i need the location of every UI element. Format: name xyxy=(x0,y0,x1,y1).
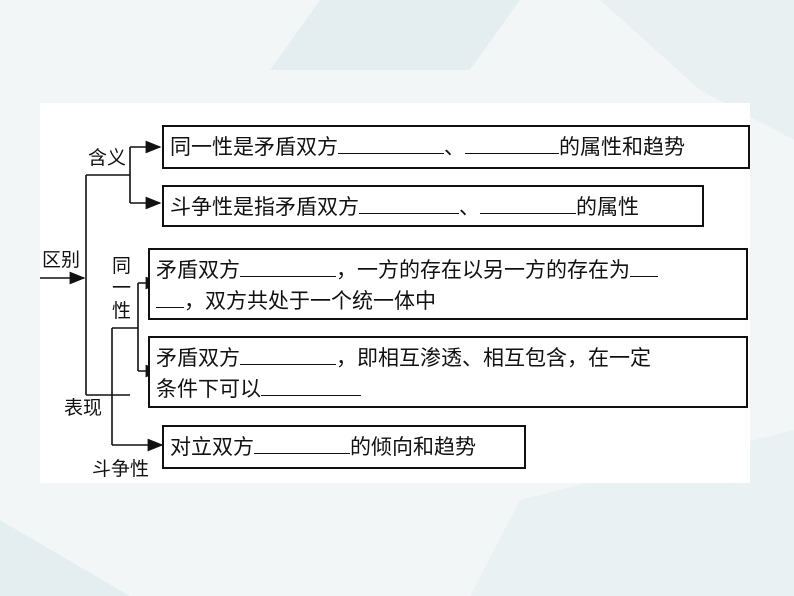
fill-blank[interactable] xyxy=(261,373,361,396)
fill-blank[interactable] xyxy=(338,131,444,154)
identity-expression-box-1: 矛盾双方 ，一方的存在以另一方的存在为 ，双方共处于一个统一体中 xyxy=(148,248,748,320)
fill-blank[interactable] xyxy=(254,431,350,454)
box1-text-2: 的属性和趋势 xyxy=(559,135,685,159)
identity-label-1: 同 xyxy=(112,255,132,277)
identity-label-2: 一 xyxy=(112,277,132,299)
meaning-label: 含义 xyxy=(88,147,127,169)
box5-text-1: 对立双方 xyxy=(170,435,254,459)
box3-text-2: ，一方的存在以另一方的存在为 xyxy=(336,258,630,282)
box2-text-1: 斗争性是指矛盾双方 xyxy=(170,195,359,219)
box2-text-2: 的属性 xyxy=(576,195,639,219)
box5-text-2: 的倾向和趋势 xyxy=(350,435,476,459)
identity-meaning-box: 同一性是矛盾双方 、 的属性和趋势 xyxy=(162,125,750,169)
fill-blank[interactable] xyxy=(240,342,336,365)
box1-separator: 、 xyxy=(444,135,465,159)
struggle-label: 斗争性 xyxy=(92,458,150,480)
struggle-meaning-box: 斗争性是指矛盾双方 、 的属性 xyxy=(162,185,704,227)
box3-text-3: ，双方共处于一个统一体中 xyxy=(184,289,436,313)
struggle-expression-box: 对立双方 的倾向和趋势 xyxy=(162,425,526,469)
identity-label-3: 性 xyxy=(112,300,132,322)
box2-separator: 、 xyxy=(459,195,480,219)
diagram-panel: 区别 含义 表现 同 一 性 斗争性 同一性是矛盾双方、的属性和趋势 斗争性是指… xyxy=(40,103,750,483)
box4-text-1: 矛盾双方 xyxy=(156,346,240,370)
fill-blank[interactable] xyxy=(240,254,336,277)
fill-blank[interactable] xyxy=(156,285,184,308)
box3-text-1: 矛盾双方 xyxy=(156,258,240,282)
box4-text-2: ，即相互渗透、相互包含，在一定 xyxy=(336,346,651,370)
expression-label: 表现 xyxy=(64,397,103,419)
identity-expression-box-2: 矛盾双方 ，即相互渗透、相互包含，在一定条件下可以 xyxy=(148,336,748,408)
box4-text-3: 条件下可以 xyxy=(156,377,261,401)
fill-blank[interactable] xyxy=(630,254,658,277)
fill-blank[interactable] xyxy=(465,131,559,154)
fill-blank[interactable] xyxy=(480,191,576,214)
box1-text-1: 同一性是矛盾双方 xyxy=(170,135,338,159)
fill-blank[interactable] xyxy=(359,191,459,214)
root-label: 区别 xyxy=(42,249,81,271)
